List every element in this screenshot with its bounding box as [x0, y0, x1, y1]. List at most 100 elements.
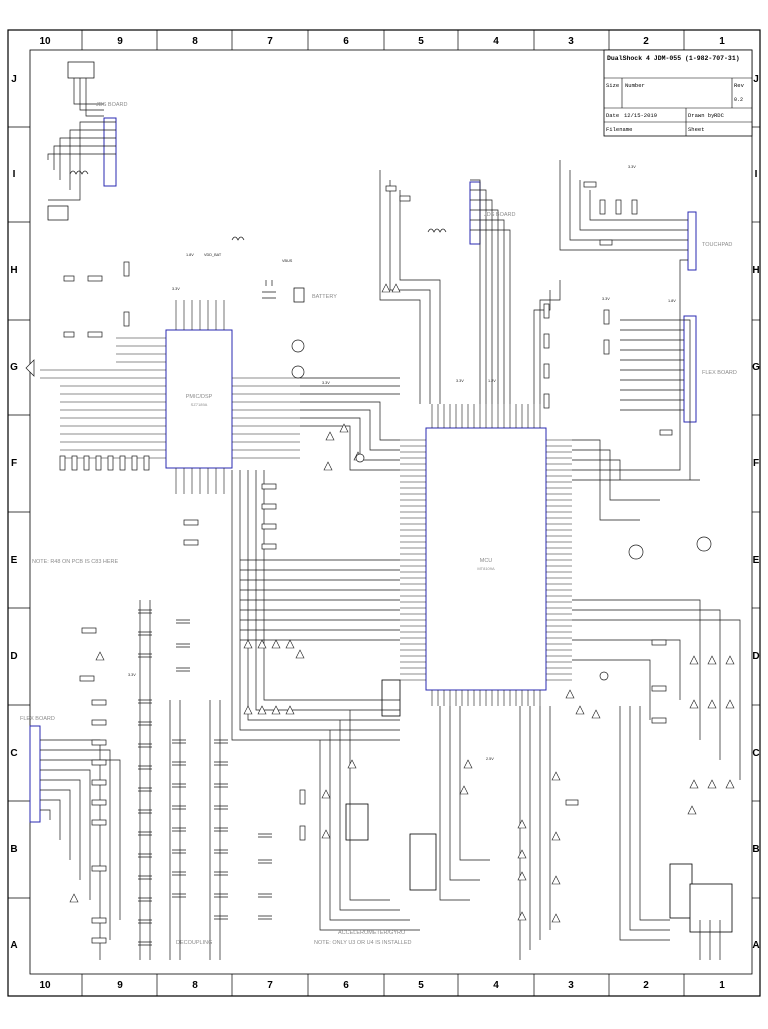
number-label: Number [625, 82, 645, 89]
col-label: 9 [117, 36, 123, 47]
battery-label: BATTERY [312, 294, 337, 300]
row-label: B [752, 844, 759, 855]
row-label: F [753, 458, 759, 469]
net-label: VBUS [282, 259, 293, 263]
touchpad-connector [687, 211, 697, 271]
row-label: E [11, 555, 18, 566]
net-label: 3.3V [456, 379, 464, 383]
col-label: 6 [343, 980, 349, 991]
net-label: 1.8V [668, 299, 676, 303]
note-r48: NOTE: R48 ON PCB IS C83 HERE [32, 559, 119, 565]
mcu-label: MCU [480, 558, 493, 564]
net-label: 3.3V [172, 287, 180, 291]
jds-connector-mid [469, 181, 481, 245]
title-block: DualShock 4 JDM-055 (1-982-707-31) Size … [603, 49, 753, 137]
col-label: 10 [39, 980, 51, 991]
net-label: 1.2V [488, 379, 496, 383]
decoupling-caps [138, 609, 272, 946]
title-text: DualShock 4 JDM-055 (1-982-707-31) [607, 55, 740, 62]
row-label: A [752, 940, 759, 951]
inductors [69, 170, 447, 241]
col-label: 4 [493, 980, 499, 991]
misc-parts [25, 280, 712, 681]
crystal-block [381, 679, 401, 717]
pmic-pins [40, 300, 300, 494]
row-label: I [13, 169, 16, 180]
net-label: VDD_BAT [204, 253, 222, 257]
jds-board-mid-label: JDS BOARD [484, 212, 516, 218]
row-label: G [752, 362, 760, 373]
col-label: 3 [568, 36, 574, 47]
row-label: D [752, 651, 759, 662]
wires [40, 78, 741, 960]
col-label: 5 [418, 980, 424, 991]
col-label: 1 [719, 36, 725, 47]
column-labels: 10 9 8 7 6 5 4 3 2 1 10 9 8 7 6 5 4 3 2 … [39, 36, 725, 991]
mcu-part: MT8109A [477, 566, 495, 571]
net-labels: 3.3V 1.8V VDD_BAT VBUS 3.3V 1.2V 3.3V 3.… [128, 165, 676, 761]
pmic-label: PMIC/DSP [186, 394, 213, 400]
row-label: A [10, 940, 17, 951]
row-labels: J I H G F E D C B A J I H G F E D C B A [10, 74, 760, 951]
accel-note: NOTE: ONLY U3 OR U4 IS INSTALLED [314, 940, 412, 946]
flex-connector-left [29, 725, 41, 823]
col-label: 7 [267, 980, 273, 991]
pmic-chip [165, 329, 233, 469]
flex-board-left-label: FLEX BOARD [20, 716, 55, 722]
row-label: J [753, 74, 759, 85]
col-label: 8 [192, 36, 198, 47]
row-label: E [753, 555, 760, 566]
col-label: 2 [643, 980, 649, 991]
esd-diodes [69, 283, 735, 923]
passives [59, 181, 673, 944]
rev-value: 0.2 [734, 97, 743, 103]
net-label: 2.5V [486, 757, 494, 761]
battery-connector [293, 287, 305, 303]
col-label: 9 [117, 980, 123, 991]
usb-connector [689, 883, 733, 933]
col-label: 7 [267, 36, 273, 47]
date-label: Date [606, 112, 619, 119]
filename-label: Filename [606, 126, 632, 133]
gyro-chip-u3 [345, 803, 369, 841]
row-label: D [10, 651, 17, 662]
touchpad-label: TOUCHPAD [702, 242, 732, 248]
row-label: C [10, 748, 17, 759]
block-labels: JDS BOARD JDS BOARD TOUCHPAD BATTERY FLE… [20, 102, 737, 946]
row-label: C [752, 748, 759, 759]
col-label: 10 [39, 36, 51, 47]
row-label: H [10, 265, 17, 276]
date-value: 12/15-2019 [624, 112, 657, 119]
net-label: 1.8V [186, 253, 194, 257]
usb-ic [669, 863, 693, 919]
col-label: 5 [418, 36, 424, 47]
drawn-value: RDC [714, 112, 725, 119]
sheet-label: Sheet [688, 126, 705, 133]
outer-frame [7, 29, 761, 997]
net-label: 3.3V [602, 297, 610, 301]
col-label: 3 [568, 980, 574, 991]
col-label: 4 [493, 36, 499, 47]
row-label: I [755, 169, 758, 180]
row-label: B [10, 844, 17, 855]
row-ticks [8, 126, 760, 899]
row-label: H [752, 265, 759, 276]
accel-label: ACCELEROMETER/GYRO [338, 930, 406, 936]
drawn-label: Drawn by [688, 112, 715, 119]
gyro-chip-u4 [409, 833, 437, 891]
mcu-pins [400, 404, 572, 706]
row-label: J [11, 74, 17, 85]
rev-label: Rev [734, 82, 745, 89]
decoupling-label: DECOUPLING [176, 940, 212, 946]
flex-board-right-label: FLEX BOARD [702, 370, 737, 376]
col-label: 2 [643, 36, 649, 47]
net-label: 3.3V [628, 165, 636, 169]
jds-aux-connector [47, 205, 69, 221]
top-connector [67, 61, 95, 79]
mcu-chip [425, 427, 547, 691]
jds-connector-left [103, 117, 117, 187]
row-label: F [11, 458, 17, 469]
col-label: 6 [343, 36, 349, 47]
